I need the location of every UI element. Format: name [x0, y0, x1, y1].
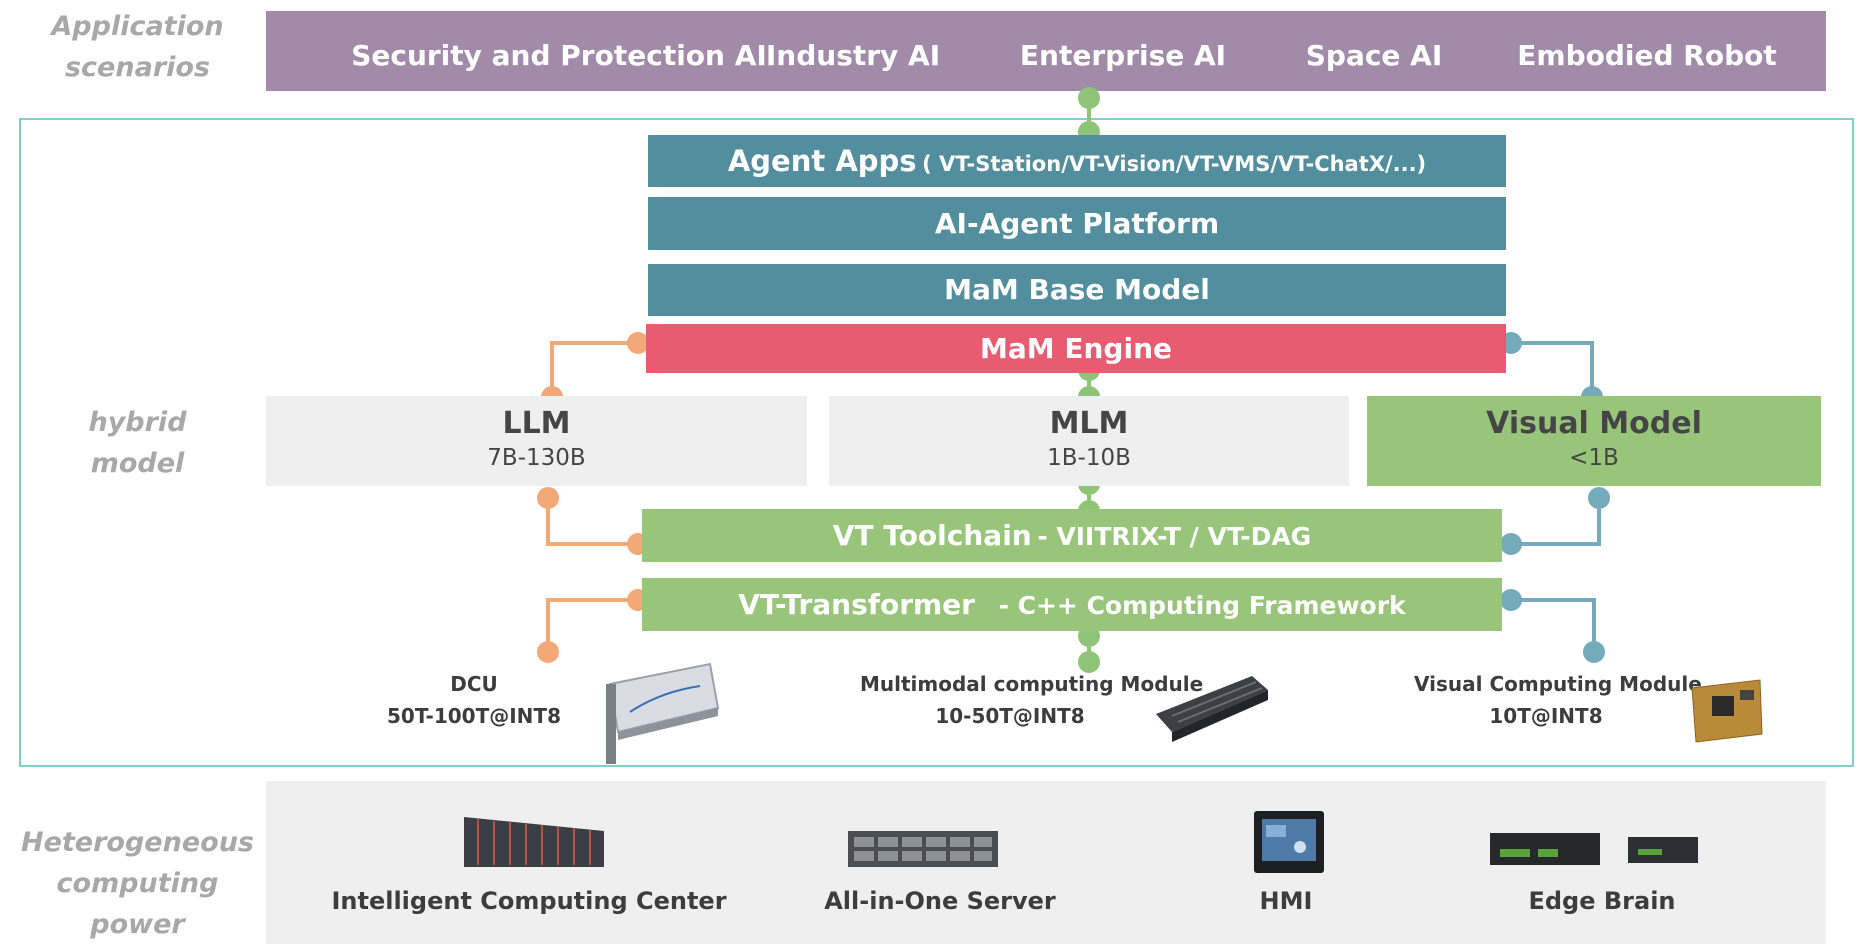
llm-box: LLM 7B-130B — [266, 396, 807, 486]
llm-size: 7B-130B — [487, 445, 586, 471]
scenario-industry: Industry AI — [765, 39, 941, 72]
connector-dot — [537, 641, 559, 663]
application-label-line2: scenarios — [64, 52, 211, 83]
hybrid-model-label: hybrid model — [30, 402, 245, 484]
connector-dot — [1500, 533, 1522, 555]
transformer-layer: VT-Transformer - C++ Computing Framework — [642, 578, 1502, 631]
connector-dot — [1588, 487, 1610, 509]
base-model-label: MaM Base Model — [944, 273, 1210, 306]
scenario-space: Space AI — [1305, 39, 1443, 72]
visual-module-perf: 10T@INT8 — [1489, 704, 1603, 728]
multimodal-module-image — [1156, 676, 1268, 742]
edge-brain-label: Edge Brain — [1528, 887, 1676, 915]
mlm-size: 1B-10B — [1047, 445, 1131, 471]
hetero-label-line1: Heterogeneous — [20, 827, 254, 858]
multimodal-module-label: Multimodal computing Module 10-50T@INT8 — [860, 672, 1204, 728]
hybrid-label-line2: model — [90, 448, 185, 479]
agent-apps-detail: ( VT-Station/VT-Vision/VT-VMS/VT-ChatX/.… — [922, 152, 1427, 176]
dcu-perf: 50T-100T@INT8 — [387, 704, 561, 728]
scenario-embodied-robot: Embodied Robot — [1517, 39, 1777, 72]
visual-model-title: Visual Model — [1486, 406, 1702, 441]
hybrid-model-frame — [19, 118, 1854, 767]
computing-center-icon — [464, 817, 604, 867]
application-scenarios-label: Application scenarios — [30, 6, 245, 88]
connector-dot — [1500, 589, 1522, 611]
scenario-enterprise: Enterprise AI — [1019, 39, 1227, 72]
transformer-title: VT-Transformer — [738, 588, 975, 621]
toolchain-detail: - VIITRIX-T / VT-DAG — [1037, 522, 1312, 551]
server-icon — [848, 831, 998, 867]
hetero-label-line2: computing power — [56, 868, 219, 940]
toolchain-layer: VT Toolchain - VIITRIX-T / VT-DAG — [642, 509, 1502, 562]
engine-layer: MaM Engine — [646, 324, 1506, 373]
dcu-module-label: DCU 50T-100T@INT8 — [374, 672, 574, 728]
base-model-layer: MaM Base Model — [648, 264, 1506, 316]
hmi-icon — [1254, 811, 1324, 873]
dcu-card-image — [606, 662, 720, 764]
toolchain-title: VT Toolchain — [832, 519, 1032, 552]
computing-power-panel: Intelligent Computing Center All-in-One … — [266, 781, 1826, 944]
agent-platform-label: AI-Agent Platform — [934, 207, 1220, 240]
server-label: All-in-One Server — [824, 887, 1056, 915]
application-label-line1: Application — [51, 11, 224, 42]
visual-module-name: Visual Computing Module — [1414, 672, 1702, 696]
llm-title: LLM — [502, 406, 571, 441]
connector-dot — [1583, 641, 1605, 663]
agent-platform-layer: AI-Agent Platform — [648, 197, 1506, 250]
visual-module-label: Visual Computing Module 10T@INT8 — [1414, 672, 1702, 728]
connector-dot — [1078, 87, 1100, 109]
transformer-detail: - C++ Computing Framework — [998, 591, 1406, 620]
multimodal-perf: 10-50T@INT8 — [935, 704, 1085, 728]
visual-model-size: <1B — [1569, 445, 1619, 471]
heterogeneous-computing-label: Heterogeneous computing power — [10, 822, 265, 945]
multimodal-name: Multimodal computing Module — [860, 672, 1204, 696]
agent-apps-title: Agent Apps — [727, 144, 917, 178]
mlm-title: MLM — [1049, 406, 1129, 441]
scenario-bar: Security and Protection AI Industry AI E… — [266, 11, 1826, 91]
mlm-box: MLM 1B-10B — [829, 396, 1349, 486]
computing-center-label: Intelligent Computing Center — [331, 887, 727, 915]
visual-module-image — [1691, 679, 1763, 743]
engine-label: MaM Engine — [980, 332, 1172, 365]
dcu-name: DCU — [450, 672, 498, 696]
visual-model-box: Visual Model <1B — [1367, 396, 1821, 486]
hmi-label: HMI — [1259, 887, 1313, 915]
agent-apps-layer: Agent Apps ( VT-Station/VT-Vision/VT-VMS… — [648, 135, 1506, 187]
connector-dot — [627, 332, 649, 354]
edge-brain-icon — [1490, 833, 1698, 865]
connector-dot — [537, 487, 559, 509]
scenario-security: Security and Protection AI — [351, 39, 767, 72]
hybrid-label-line1: hybrid — [88, 407, 187, 438]
